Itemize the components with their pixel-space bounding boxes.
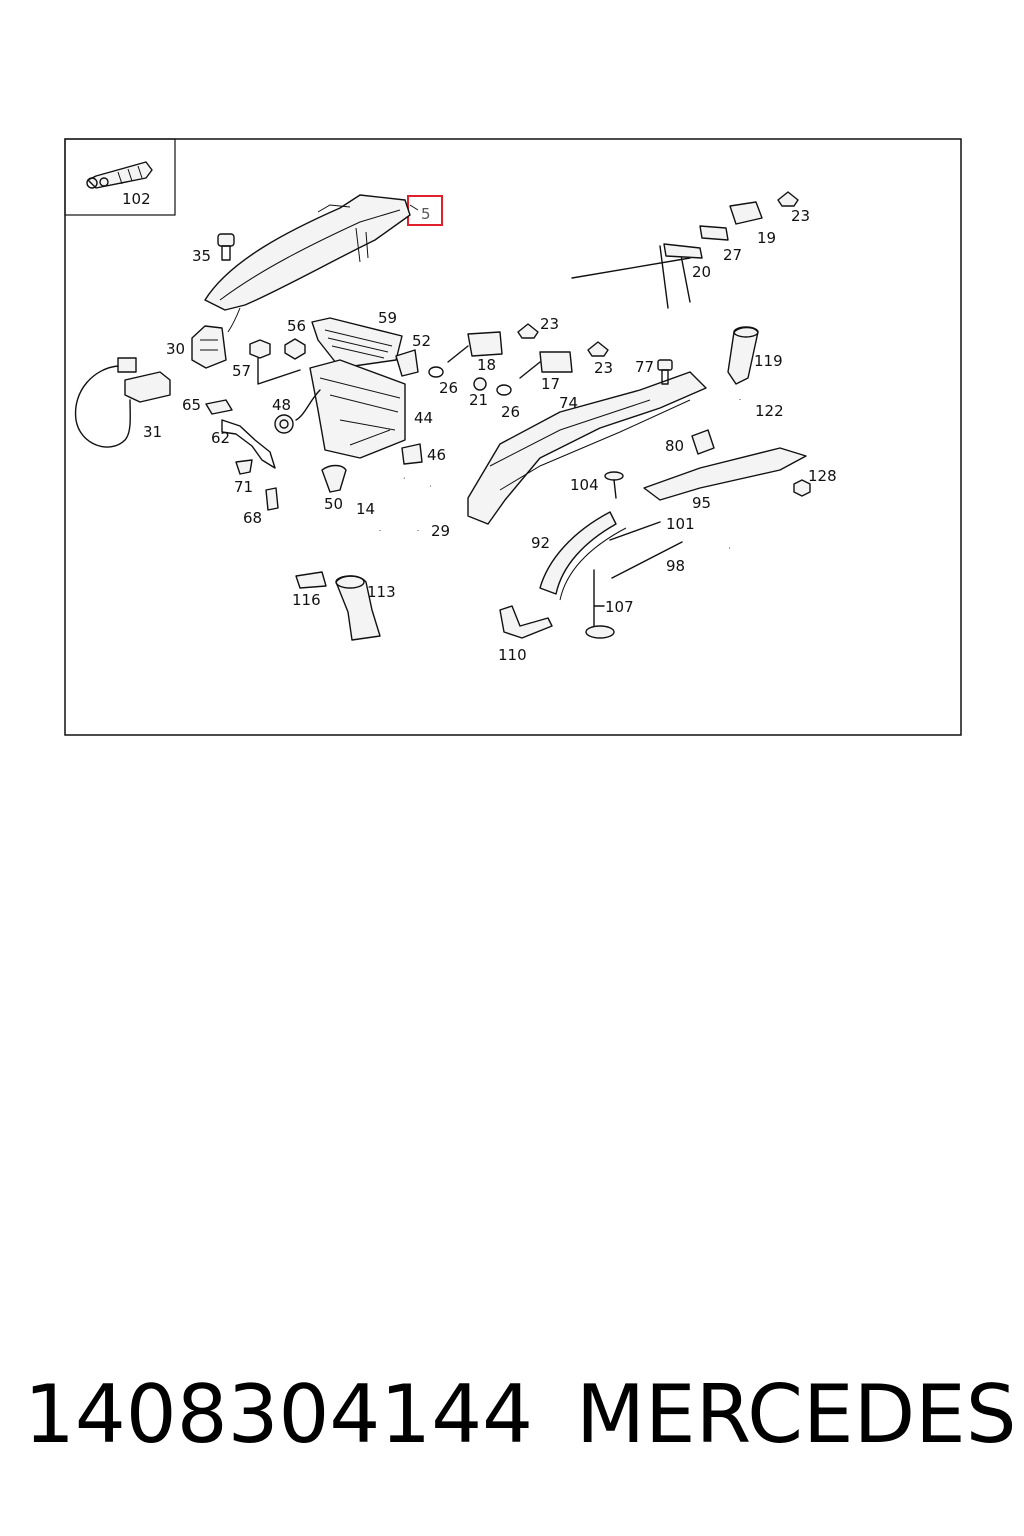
diagram-frame [64, 138, 962, 736]
callout-46: 46 [427, 446, 446, 464]
callout-44: 44 [414, 409, 433, 427]
part-98-rod [611, 541, 683, 579]
callout-30: 30 [166, 340, 185, 358]
callout-113: 113 [367, 583, 396, 601]
callout-77: 77 [635, 358, 654, 376]
callout-31: 31 [143, 423, 162, 441]
callout-110: 110 [498, 646, 527, 664]
part-18-actuator [447, 331, 503, 363]
part-56-nut [284, 338, 306, 360]
part-30-bracket [191, 325, 227, 369]
callout-65: 65 [182, 396, 201, 414]
callout-5-highlighted: 5 [421, 205, 431, 223]
part-104-screw [604, 471, 624, 499]
part-26-washer [428, 366, 512, 396]
callout-62: 62 [211, 429, 230, 447]
callout-21: 21 [469, 391, 488, 409]
callout-104: 104 [570, 476, 599, 494]
part-119-elbow [727, 326, 759, 385]
callout-20: 20 [692, 263, 711, 281]
part-65-block [205, 399, 233, 415]
callout-18: 18 [477, 356, 496, 374]
part-116-clip [295, 571, 327, 589]
part-113-elbow [335, 575, 381, 641]
part-71-clip [235, 459, 253, 475]
inset-clip-drawing [86, 161, 153, 189]
part-27-gasket [699, 225, 729, 241]
part-74-duct [467, 371, 707, 525]
callout-57: 57 [232, 362, 251, 380]
callout-116: 116 [292, 591, 321, 609]
part-128-nut [793, 479, 811, 497]
part-46-clip [401, 443, 423, 465]
part-29-hose [415, 483, 431, 531]
callout-50: 50 [324, 495, 343, 513]
callout-71: 71 [234, 478, 253, 496]
part-14-hose [377, 471, 406, 531]
part-48-grommet [274, 389, 321, 434]
part-107-bracket [585, 569, 615, 639]
part-101-rod [609, 521, 661, 541]
part-80-clip [691, 429, 715, 455]
callout-128: 128 [808, 467, 837, 485]
callout-23b: 23 [594, 359, 613, 377]
caption-bar: 1408304144 MERCEDES [0, 1360, 1024, 1470]
callout-56: 56 [287, 317, 306, 335]
callout-23a: 23 [540, 315, 559, 333]
part-35-bolt [217, 233, 235, 261]
part-77-screw [657, 359, 673, 385]
callout-92: 92 [531, 534, 550, 552]
part-110-bracket [499, 605, 553, 639]
callout-35: 35 [192, 247, 211, 265]
inset-frame [64, 138, 176, 216]
callout-23c: 23 [791, 207, 810, 225]
part-17-actuator [519, 351, 573, 379]
callout-52: 52 [412, 332, 431, 350]
callout-107: 107 [605, 598, 634, 616]
part-23-clips [517, 191, 799, 357]
callout-95: 95 [692, 494, 711, 512]
part-20-rod-assembly [571, 243, 703, 309]
part-62-bracket [221, 419, 276, 469]
callout-74: 74 [559, 394, 578, 412]
brand-name: MERCEDES [576, 1368, 1017, 1461]
callout-17: 17 [541, 375, 560, 393]
callout-68: 68 [243, 509, 262, 527]
callout-14: 14 [356, 500, 375, 518]
callout-119: 119 [754, 352, 783, 370]
part-52-clip [395, 349, 419, 377]
part-50-plug [321, 464, 347, 493]
part-57-screw [249, 339, 301, 385]
part-68-clip [265, 487, 279, 511]
inset-label: 102 [122, 190, 151, 208]
part-number: 1408304144 [24, 1368, 533, 1461]
callout-122: 122 [755, 402, 784, 420]
part-59-filter [311, 317, 403, 369]
callout-48: 48 [272, 396, 291, 414]
callout-27: 27 [723, 246, 742, 264]
callout-101: 101 [666, 515, 695, 533]
callout-26b: 26 [501, 403, 520, 421]
part-5-duct [204, 194, 419, 333]
part-21-nut [473, 377, 487, 391]
callout-26a: 26 [439, 379, 458, 397]
callout-59: 59 [378, 309, 397, 327]
part-19-motor [729, 201, 763, 225]
callout-98: 98 [666, 557, 685, 575]
part-31-sensor [74, 357, 171, 448]
callout-80: 80 [665, 437, 684, 455]
part-95-duct [643, 447, 807, 501]
callout-29: 29 [431, 522, 450, 540]
callout-19: 19 [757, 229, 776, 247]
part-92-duct [539, 511, 627, 601]
part-44-housing [309, 359, 406, 459]
